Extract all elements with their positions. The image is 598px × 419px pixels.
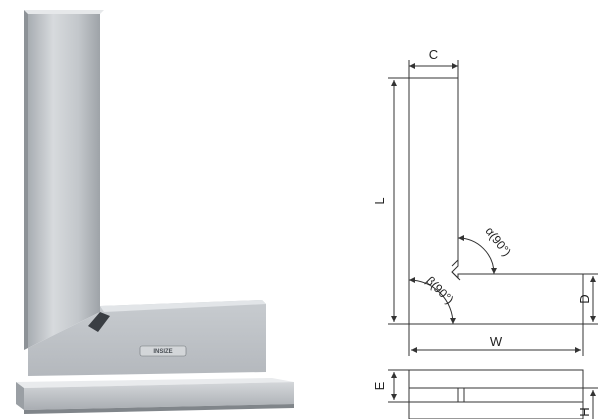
label-w: W (490, 334, 503, 349)
base-left (16, 382, 24, 410)
label-l: L (372, 197, 387, 204)
label-alpha: α(90°) (482, 224, 513, 259)
label-h: H (577, 407, 592, 416)
base-front (24, 382, 294, 410)
relief-notch (88, 312, 110, 332)
base-top (16, 378, 294, 388)
label-d: D (577, 294, 592, 303)
alpha-arc (457, 235, 497, 275)
base-bottom-shadow (24, 404, 294, 414)
beta-arc (408, 277, 456, 325)
inner-notch (451, 259, 461, 281)
brand-mark: INSIZE (153, 349, 172, 355)
blade-top-face (24, 10, 104, 14)
square-outline (408, 77, 584, 325)
stock-body (28, 300, 266, 376)
label-e: E (372, 381, 387, 390)
brand-plate: INSIZE (139, 345, 187, 357)
product-photo: INSIZE (16, 10, 294, 414)
blade-edge (24, 10, 28, 350)
side-view-blade (457, 387, 465, 403)
label-beta: β(90°) (423, 274, 456, 307)
blade (28, 14, 100, 348)
stock-top-bevel (100, 300, 266, 312)
side-view-body (408, 369, 584, 419)
technical-diagram (388, 60, 598, 419)
label-c: C (429, 47, 438, 62)
dimension-labels: C L W D E H α(90°) β(90°) (372, 47, 592, 417)
